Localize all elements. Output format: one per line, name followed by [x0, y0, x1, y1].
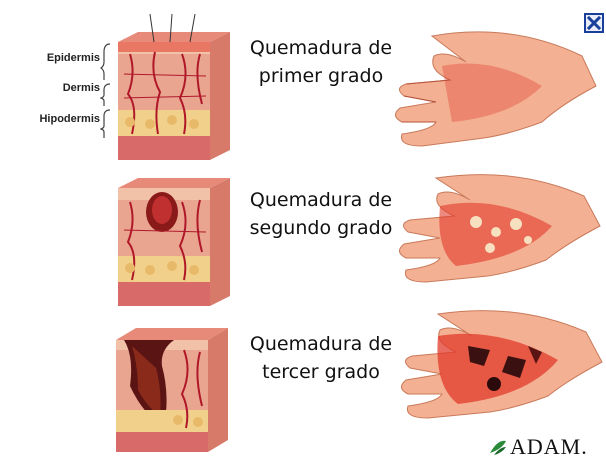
caption-first-degree: Quemadura de primer grado	[236, 34, 406, 90]
skin-cross-section-third-degree	[104, 316, 234, 456]
hand-first-degree	[392, 26, 598, 154]
hand-second-degree	[396, 170, 602, 288]
caption-first-degree-line2: primer grado	[236, 62, 406, 90]
hand-third-degree	[398, 306, 604, 424]
caption-third-degree-line2: tercer grado	[236, 358, 406, 386]
skin-cross-section-second-degree	[110, 170, 235, 312]
adam-leaf-icon	[488, 437, 508, 457]
caption-first-degree-line1: Quemadura de	[236, 34, 406, 62]
adam-logo-text: ADAM.	[510, 434, 588, 460]
skin-cross-section-first-degree	[110, 14, 235, 162]
caption-second-degree-line2: segundo grado	[236, 214, 406, 242]
caption-second-degree: Quemadura de segundo grado	[236, 186, 406, 242]
epidermis-label: Epidermis	[18, 52, 100, 64]
dermis-label: Dermis	[18, 82, 100, 94]
hypodermis-label: Hipodermis	[10, 113, 100, 125]
adam-logo: ADAM.	[488, 432, 588, 462]
caption-second-degree-line1: Quemadura de	[236, 186, 406, 214]
caption-third-degree-line1: Quemadura de	[236, 330, 406, 358]
caption-third-degree: Quemadura de tercer grado	[236, 330, 406, 386]
